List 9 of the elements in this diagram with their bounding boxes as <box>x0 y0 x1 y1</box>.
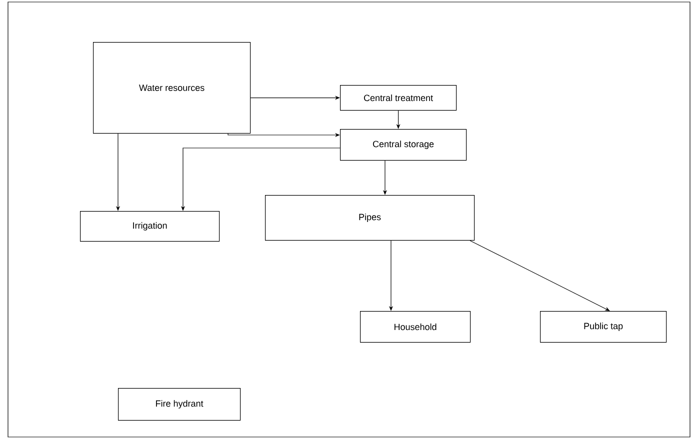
process-box: Water resources <box>93 42 251 134</box>
arrow <box>470 240 610 311</box>
process-box: Irrigation <box>80 211 220 242</box>
process-box: Household <box>360 311 471 343</box>
process-box: Central treatment <box>340 85 457 111</box>
process-box: Public tap <box>540 311 667 343</box>
process-box: Fire hydrant <box>118 388 241 421</box>
process-box: Central storage <box>340 129 467 161</box>
process-box: Pipes <box>265 195 475 241</box>
